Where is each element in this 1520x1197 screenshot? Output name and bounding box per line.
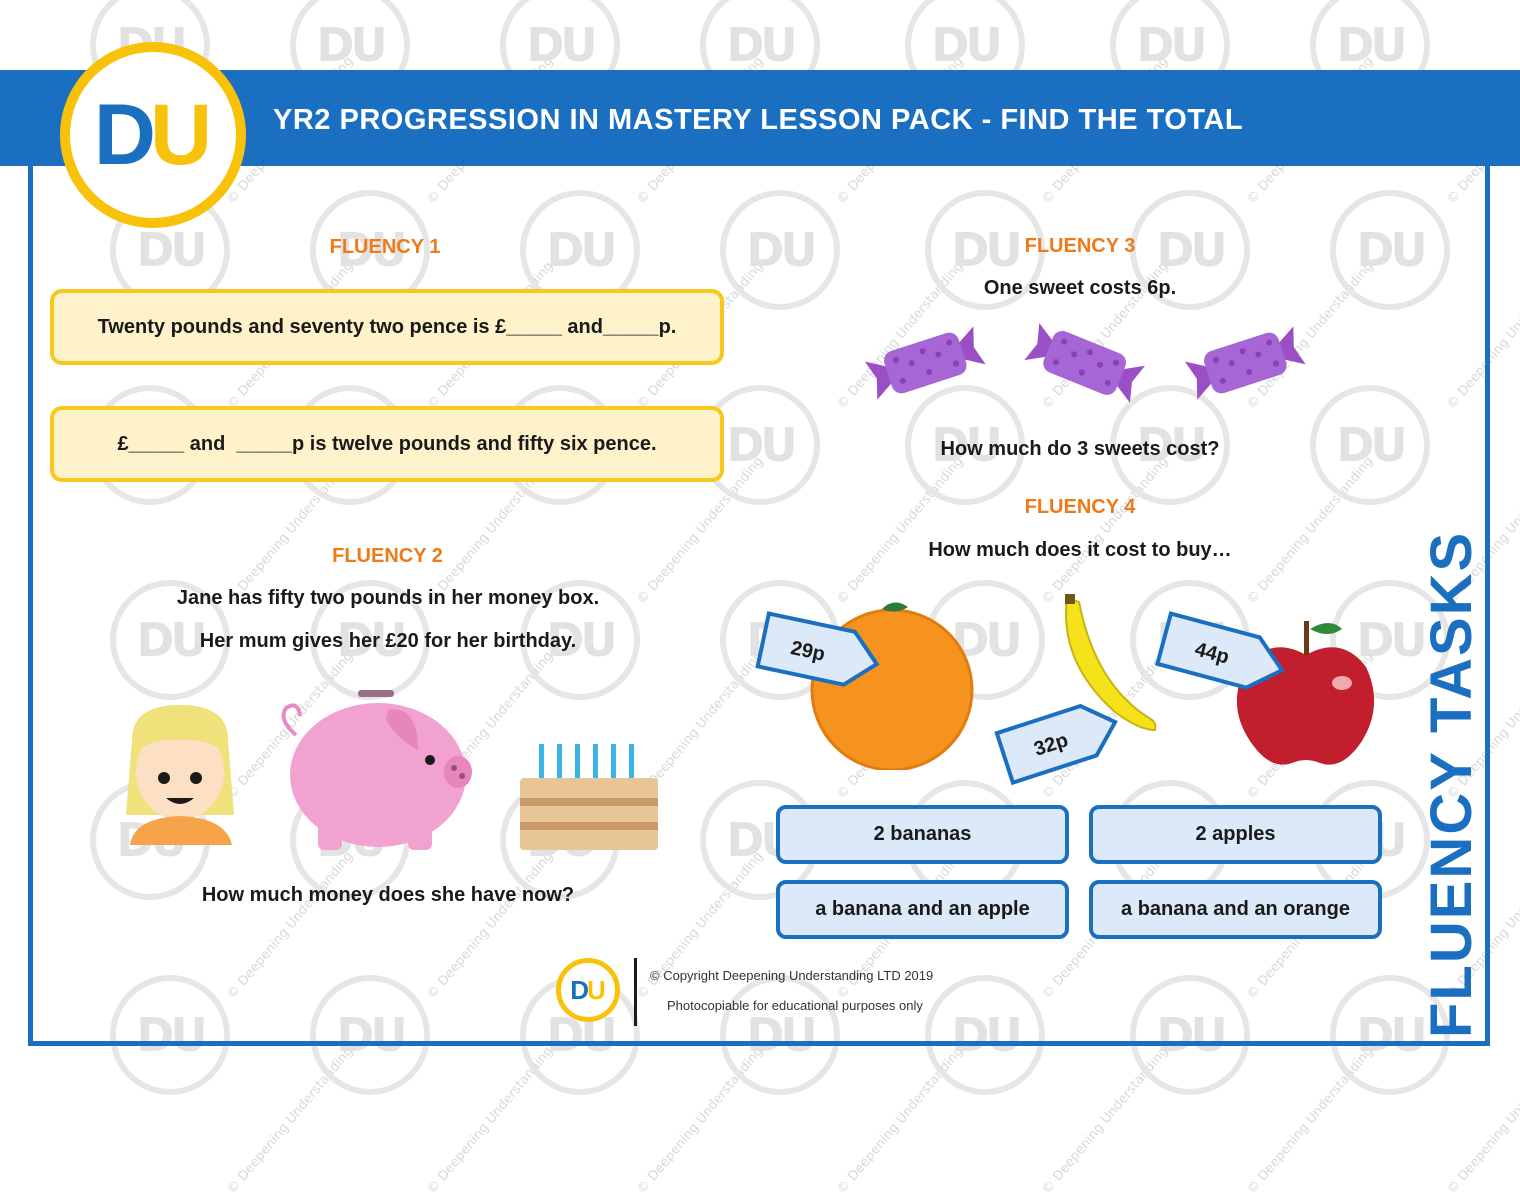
option-box-3: a banana and an apple <box>776 880 1069 939</box>
fluency-2-line-1: Jane has fifty two pounds in her money b… <box>176 587 600 609</box>
watermark-text: © Deepening Understanding <box>834 1043 967 1197</box>
side-label: FLUENCY TASKS <box>1419 530 1484 1038</box>
option-box-4: a banana and an orange <box>1089 880 1382 939</box>
footer-note: Photocopiable for educational purposes o… <box>667 998 923 1013</box>
fluency-1-question-2-box: £_____ and _____p is twelve pounds and f… <box>50 406 724 482</box>
fluency-1-question-2: £_____ and _____p is twelve pounds and f… <box>117 432 657 455</box>
option-label-2: 2 apples <box>1195 823 1276 845</box>
fluency-1-title: FLUENCY 1 <box>329 236 441 258</box>
fluency-1-question-1-box: Twenty pounds and seventy two pence is £… <box>50 289 724 365</box>
sweet-icon <box>1184 326 1306 400</box>
option-label-3: a banana and an apple <box>815 898 1030 920</box>
watermark-text: © Deepening Understanding <box>1039 1043 1172 1197</box>
page-frame <box>28 160 1490 1046</box>
watermark-text: © Deepening Understanding <box>224 1043 357 1197</box>
price-tag-apple: 44p <box>1154 611 1285 690</box>
page-title: YR2 PROGRESSION IN MASTERY LESSON PACK -… <box>273 104 1244 136</box>
option-box-1: 2 bananas <box>776 805 1069 864</box>
fluency-1-question-1: Twenty pounds and seventy two pence is £… <box>97 315 677 338</box>
logo-letter-u: U <box>150 86 213 183</box>
fluency-3-title: FLUENCY 3 <box>1024 235 1136 257</box>
sweet-icon <box>864 326 986 400</box>
option-box-2: 2 apples <box>1089 805 1382 864</box>
fluency-3-question: How much do 3 sweets cost? <box>940 438 1220 460</box>
footer-copyright: © Copyright Deepening Understanding LTD … <box>650 968 934 983</box>
birthday-cake-icon <box>520 744 658 850</box>
price-tag-banana: 32p <box>994 703 1118 786</box>
footer-logo-u: U <box>587 974 606 1005</box>
price-tag-orange: 29p <box>755 611 880 687</box>
fluency-4-title: FLUENCY 4 <box>1024 496 1136 518</box>
option-label-1: 2 bananas <box>873 823 972 845</box>
watermark-text: © Deepening Understanding <box>424 1043 557 1197</box>
piggy-bank-icon <box>281 690 472 850</box>
girl-icon <box>126 705 234 845</box>
fluency-4-prompt: How much does it cost to buy… <box>928 539 1232 561</box>
fluency-3-statement: One sweet costs 6p. <box>983 277 1177 299</box>
banana-icon <box>1065 594 1157 732</box>
watermark-text: © Deepening Understanding <box>634 1043 767 1197</box>
fluency-2-line-2: Her mum gives her £20 for her birthday. <box>199 630 577 652</box>
sweet-icon <box>1024 323 1145 403</box>
watermark-text: © Deepening Understanding <box>1244 1043 1377 1197</box>
fluency-2-title: FLUENCY 2 <box>332 545 443 567</box>
watermark-text: © Deepening Understanding <box>1444 1043 1520 1197</box>
fluency-2-question: How much money does she have now? <box>201 884 575 906</box>
footer-divider <box>634 958 637 1026</box>
option-label-4: a banana and an orange <box>1121 898 1350 920</box>
logo-letter-d: D <box>93 86 156 183</box>
header-bar <box>0 70 1520 166</box>
footer-logo-d: D <box>570 974 589 1005</box>
